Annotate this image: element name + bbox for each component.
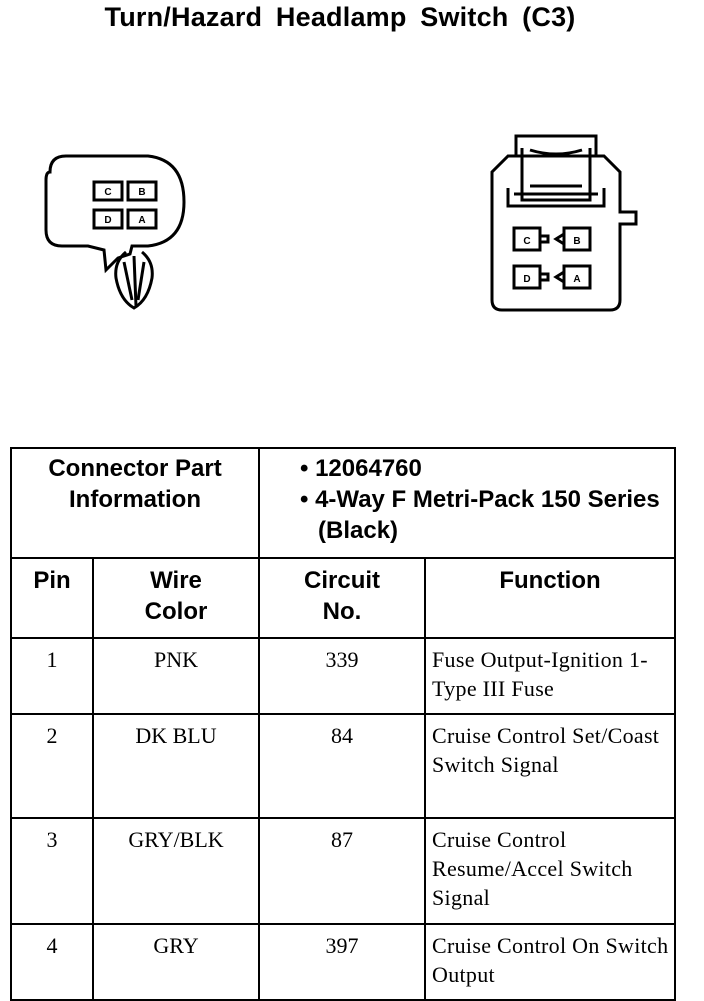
connector-front-view-drawing: C B D A — [44, 154, 186, 310]
header-wire-color: Wire Color — [91, 557, 261, 639]
part-info-row: Connector Part Information • 12064760 • … — [9, 447, 677, 559]
pin-label: B — [138, 187, 145, 198]
pin-cell: 3 — [10, 817, 94, 925]
wire-color-cell: DK BLU — [91, 713, 261, 819]
part-info-label-text: Connector Part Information — [48, 455, 222, 513]
table-row: 4 GRY 397 Cruise Control On Switch Outpu… — [10, 923, 677, 1001]
wire-color-cell: GRY — [91, 923, 261, 1001]
wire-color-cell: GRY/BLK — [91, 817, 261, 925]
circuit-cell: 339 — [258, 637, 427, 715]
circuit-cell: 84 — [258, 713, 427, 819]
table-row: 2 DK BLU 84 Cruise Control Set/Coast Swi… — [10, 713, 677, 819]
header-circuit: Circuit No. — [258, 557, 427, 639]
pin-label: C — [104, 187, 111, 198]
table-row: 3 GRY/BLK 87 Cruise Control Resume/Accel… — [10, 817, 677, 925]
function-cell: Cruise Control Resume/Accel Switch Signa… — [424, 817, 677, 925]
function-cell: Cruise Control On Switch Output — [424, 923, 677, 1001]
connector-info-table: Connector Part Information • 12064760 • … — [9, 447, 677, 1001]
part-number: • 12064760 — [300, 455, 422, 482]
header-pin: Pin — [10, 557, 94, 639]
function-cell: Cruise Control Set/Coast Switch Signal — [424, 713, 677, 819]
part-info-label: Connector Part Information — [9, 447, 261, 559]
pin-label: D — [104, 215, 111, 226]
pin-label: C — [523, 236, 530, 247]
pin-label: A — [138, 215, 145, 226]
part-info-values: • 12064760 • 4-Way F Metri-Pack 150 Seri… — [258, 447, 677, 559]
pin-cell: 2 — [10, 713, 94, 819]
wire-color-cell: PNK — [91, 637, 261, 715]
pin-cell: 4 — [10, 923, 94, 1001]
diagram-title: Turn/Hazard Headlamp Switch (C3) — [104, 2, 576, 32]
pin-cell: 1 — [10, 637, 94, 715]
part-description: • 4-Way F Metri-Pack 150 Series (Black) — [300, 486, 660, 544]
function-cell: Fuse Output-Ignition 1-Type III Fuse — [424, 637, 677, 715]
connector-terminal-view-drawing: C B D A — [490, 134, 638, 312]
table-header-row: Pin Wire Color Circuit No. Function — [10, 557, 677, 639]
pin-label: A — [573, 274, 580, 285]
pin-label: D — [523, 274, 530, 285]
table-row: 1 PNK 339 Fuse Output-Ignition 1-Type II… — [10, 637, 677, 715]
header-function: Function — [424, 557, 677, 639]
circuit-cell: 87 — [258, 817, 427, 925]
pin-label: B — [573, 236, 580, 247]
circuit-cell: 397 — [258, 923, 427, 1001]
